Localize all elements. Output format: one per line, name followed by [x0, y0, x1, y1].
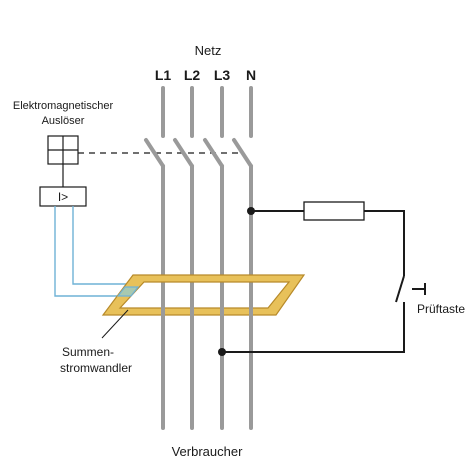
- conductor-label-l1: L1: [155, 67, 172, 83]
- test-circuit-wires: [222, 210, 405, 353]
- trip-device-label-line2: Auslöser: [42, 115, 85, 127]
- relay-symbol: I>: [58, 190, 68, 204]
- transformer-label-line1: Summen-: [62, 345, 114, 359]
- sense-wires: [54, 206, 130, 297]
- junction-dot-n: [247, 207, 255, 215]
- test-button-contact[interactable]: [395, 275, 426, 303]
- secondary-winding: [116, 286, 140, 297]
- trip-magnet-symbol: [47, 135, 79, 165]
- conductor-label-l2: L2: [184, 67, 201, 83]
- conductors-upper: [161, 86, 253, 138]
- conductor-label-l3: L3: [214, 67, 231, 83]
- load-label: Verbraucher: [172, 444, 243, 459]
- conductors-front: [161, 306, 253, 318]
- transformer-label-line2: stromwandler: [60, 361, 132, 375]
- test-resistor: [303, 201, 365, 221]
- conductor-label-n: N: [246, 67, 256, 83]
- test-button-label: Prüftaste: [417, 302, 465, 316]
- junction-dot-l3: [218, 348, 226, 356]
- network-title: Netz: [195, 43, 222, 58]
- summation-transformer-core: [101, 274, 306, 316]
- transformer-pointer: [101, 309, 129, 339]
- trip-device-label-line1: Elektromagnetischer: [13, 100, 114, 112]
- relay-box: [39, 186, 87, 207]
- conductors-lower: [161, 164, 253, 430]
- switch-blades: [144, 138, 253, 168]
